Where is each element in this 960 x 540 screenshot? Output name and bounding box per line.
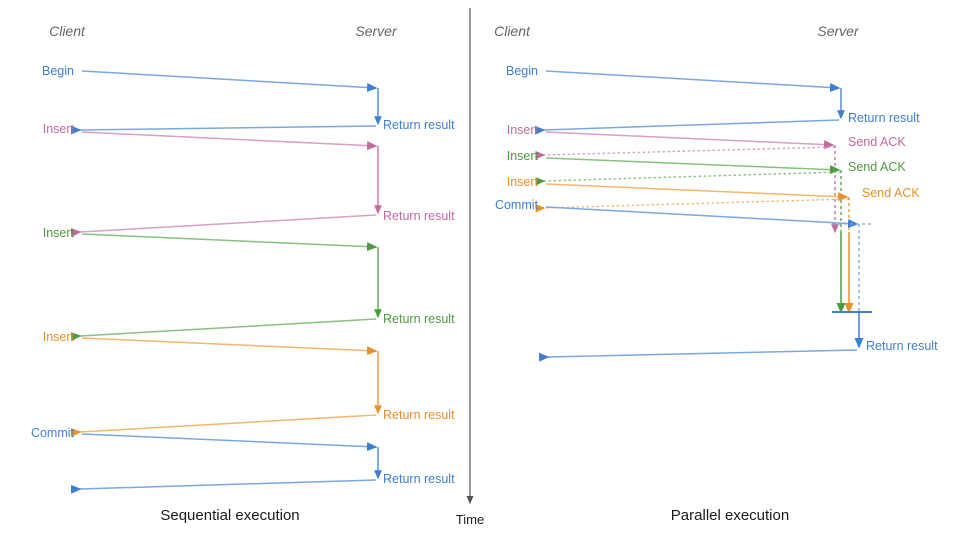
ack-label-parallel-3: Send ACK	[862, 186, 920, 200]
reply-arrow-parallel-4	[538, 349, 858, 362]
message-label-parallel-1: Insert	[507, 123, 539, 137]
time-axis: Time	[456, 8, 484, 527]
panel-caption-parallel: Parallel execution	[671, 507, 789, 524]
actor-label-client-sequential: Client	[49, 23, 86, 39]
reply-arrow-sequential-1	[70, 214, 377, 238]
message-label-parallel-4: Commit	[495, 198, 539, 212]
actor-label-server-parallel: Server	[817, 23, 860, 39]
reply-label-sequential-1: Return result	[383, 209, 455, 223]
message-label-parallel-2: Insert	[507, 149, 539, 163]
request-arrow-sequential-0	[81, 70, 378, 92]
reply-label-parallel-0: Return result	[848, 111, 920, 125]
message-label-parallel-0: Begin	[506, 64, 538, 78]
reply-label-sequential-4: Return result	[383, 472, 455, 486]
actor-label-server-sequential: Server	[355, 23, 398, 39]
reply-label-sequential-2: Return result	[383, 312, 455, 326]
ack-label-parallel-2: Send ACK	[848, 160, 906, 174]
panel-caption-sequential: Sequential execution	[160, 507, 299, 524]
time-axis-label: Time	[456, 512, 484, 527]
ack-arrow-parallel-1	[535, 146, 836, 160]
request-arrow-sequential-1	[81, 131, 378, 151]
request-arrow-sequential-4	[81, 433, 378, 452]
message-label-parallel-3: Insert	[507, 175, 539, 189]
reply-label-sequential-0: Return result	[383, 118, 455, 132]
message-label-sequential-3: Insert	[43, 330, 75, 344]
reply-arrow-sequential-3	[70, 414, 377, 438]
actor-label-client-parallel: Client	[494, 23, 531, 39]
reply-arrow-sequential-4	[70, 479, 377, 494]
message-label-sequential-1: Insert	[43, 122, 75, 136]
message-label-sequential-2: Insert	[43, 226, 75, 240]
ack-arrow-parallel-2	[535, 171, 842, 186]
reply-arrow-sequential-2	[70, 318, 377, 342]
reply-label-sequential-3: Return result	[383, 408, 455, 422]
request-arrow-sequential-3	[81, 337, 378, 356]
request-arrow-parallel-0	[545, 70, 841, 92]
request-arrow-parallel-3	[545, 183, 849, 202]
reply-label-parallel-4: Return result	[866, 339, 938, 353]
ack-arrow-parallel-3	[535, 198, 850, 213]
message-label-sequential-0: Begin	[42, 64, 74, 78]
ack-label-parallel-1: Send ACK	[848, 135, 906, 149]
request-arrow-parallel-1	[545, 131, 835, 150]
reply-arrow-parallel-0	[534, 119, 840, 135]
reply-arrow-sequential-0	[70, 125, 377, 135]
request-arrow-sequential-2	[81, 233, 378, 252]
request-arrow-parallel-4	[545, 206, 859, 229]
request-arrow-parallel-2	[545, 157, 841, 175]
message-label-sequential-4: Commit	[31, 426, 75, 440]
